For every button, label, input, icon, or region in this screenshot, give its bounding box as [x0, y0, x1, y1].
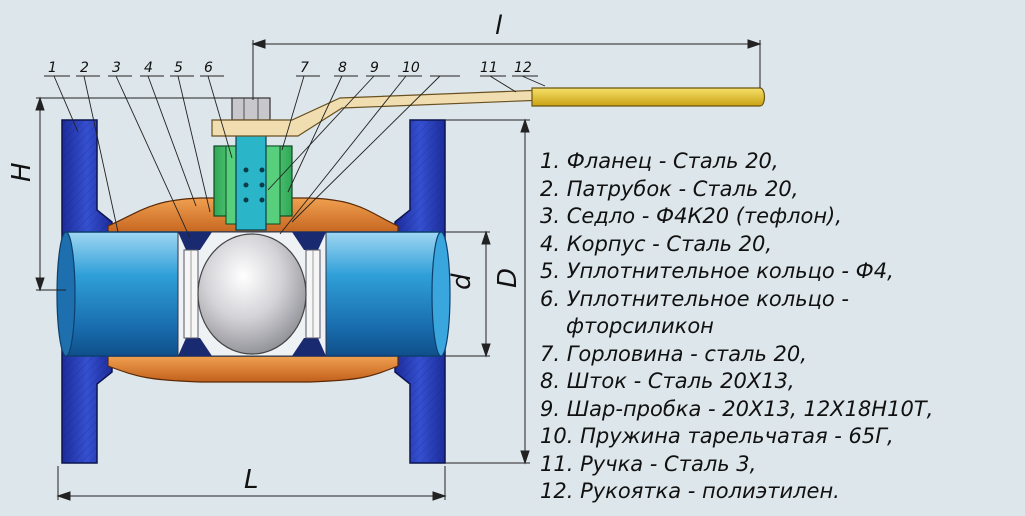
dim-L-label: L	[244, 465, 259, 495]
legend-item-11: 11. Ручка - Сталь 3,	[540, 451, 1020, 479]
legend-item-9: 9. Шар-пробка - 20Х13, 12Х18Н10Т,	[540, 396, 1020, 424]
handle-grip	[531, 87, 766, 107]
callout-8: 8	[338, 60, 347, 76]
callout-6: 6	[204, 60, 213, 76]
seats-and-seals	[178, 232, 326, 356]
dimension-lines	[35, 39, 762, 501]
legend-item-1: 1. Фланец - Сталь 20,	[540, 148, 1020, 176]
dim-l-label: l	[495, 11, 503, 41]
callout-9: 9	[370, 60, 379, 76]
callout-7: 7	[300, 60, 309, 76]
callout-2: 2	[80, 60, 89, 76]
legend-text: 11. Ручка - Сталь 3,	[540, 451, 757, 476]
legend-text: 6. Уплотнительное кольцо -	[540, 286, 849, 311]
callout-10: 10	[402, 60, 420, 76]
callout-leaders	[44, 75, 546, 239]
callout-12: 12	[514, 60, 532, 76]
callout-11: 11	[480, 60, 498, 76]
legend-item-8: 8. Шток - Сталь 20Х13,	[540, 368, 1020, 396]
legend-text: 7. Горловина - сталь 20,	[540, 341, 807, 366]
legend-text: 8. Шток - Сталь 20Х13,	[540, 369, 795, 393]
parts-legend: 1. Фланец - Сталь 20, 2. Патрубок - Стал…	[540, 148, 1020, 506]
legend-item-5: 5. Уплотнительное кольцо - Ф4,	[540, 258, 1020, 286]
callout-5: 5	[174, 60, 183, 76]
dim-d-label: d	[447, 273, 477, 290]
legend-text: 5. Уплотнительное кольцо - Ф4,	[540, 259, 894, 283]
dim-H-label: H	[7, 162, 37, 182]
valve-body	[107, 197, 399, 383]
ball-plug	[197, 233, 307, 355]
callout-4: 4	[144, 60, 153, 76]
stem-nut	[231, 97, 271, 121]
legend-text: 9. Шар-пробка - 20Х13, 12Х18Н10Т,	[540, 396, 934, 421]
legend-item-6: 6. Уплотнительное кольцо - фторсиликон	[540, 286, 1020, 341]
legend-item-2: 2. Патрубок - Сталь 20,	[540, 176, 1020, 204]
callout-3: 3	[112, 60, 121, 76]
dim-D-label: D	[493, 268, 523, 288]
legend-text: 1. Фланец - Сталь 20,	[540, 149, 779, 173]
legend-item-4: 4. Корпус - Сталь 20,	[540, 231, 1020, 259]
legend-item-12: 12. Рукоятка - полиэтилен.	[540, 478, 1020, 506]
legend-text: 3. Седло - Ф4К20 (тефлон),	[540, 204, 842, 228]
legend-text: 10. Пружина тарельчатая - 65Г,	[540, 424, 894, 448]
legend-item-7: 7. Горловина - сталь 20,	[540, 341, 1020, 369]
legend-text: 2. Патрубок - Сталь 20,	[540, 176, 799, 201]
legend-text: 4. Корпус - Сталь 20,	[540, 231, 773, 256]
legend-item-3: 3. Седло - Ф4К20 (тефлон),	[540, 203, 1020, 231]
legend-text: 12. Рукоятка - полиэтилен.	[540, 479, 840, 503]
legend-item-10: 10. Пружина тарельчатая - 65Г,	[540, 423, 1020, 451]
legend-text-continued: фторсиликон	[566, 314, 714, 338]
callout-1: 1	[48, 60, 57, 76]
